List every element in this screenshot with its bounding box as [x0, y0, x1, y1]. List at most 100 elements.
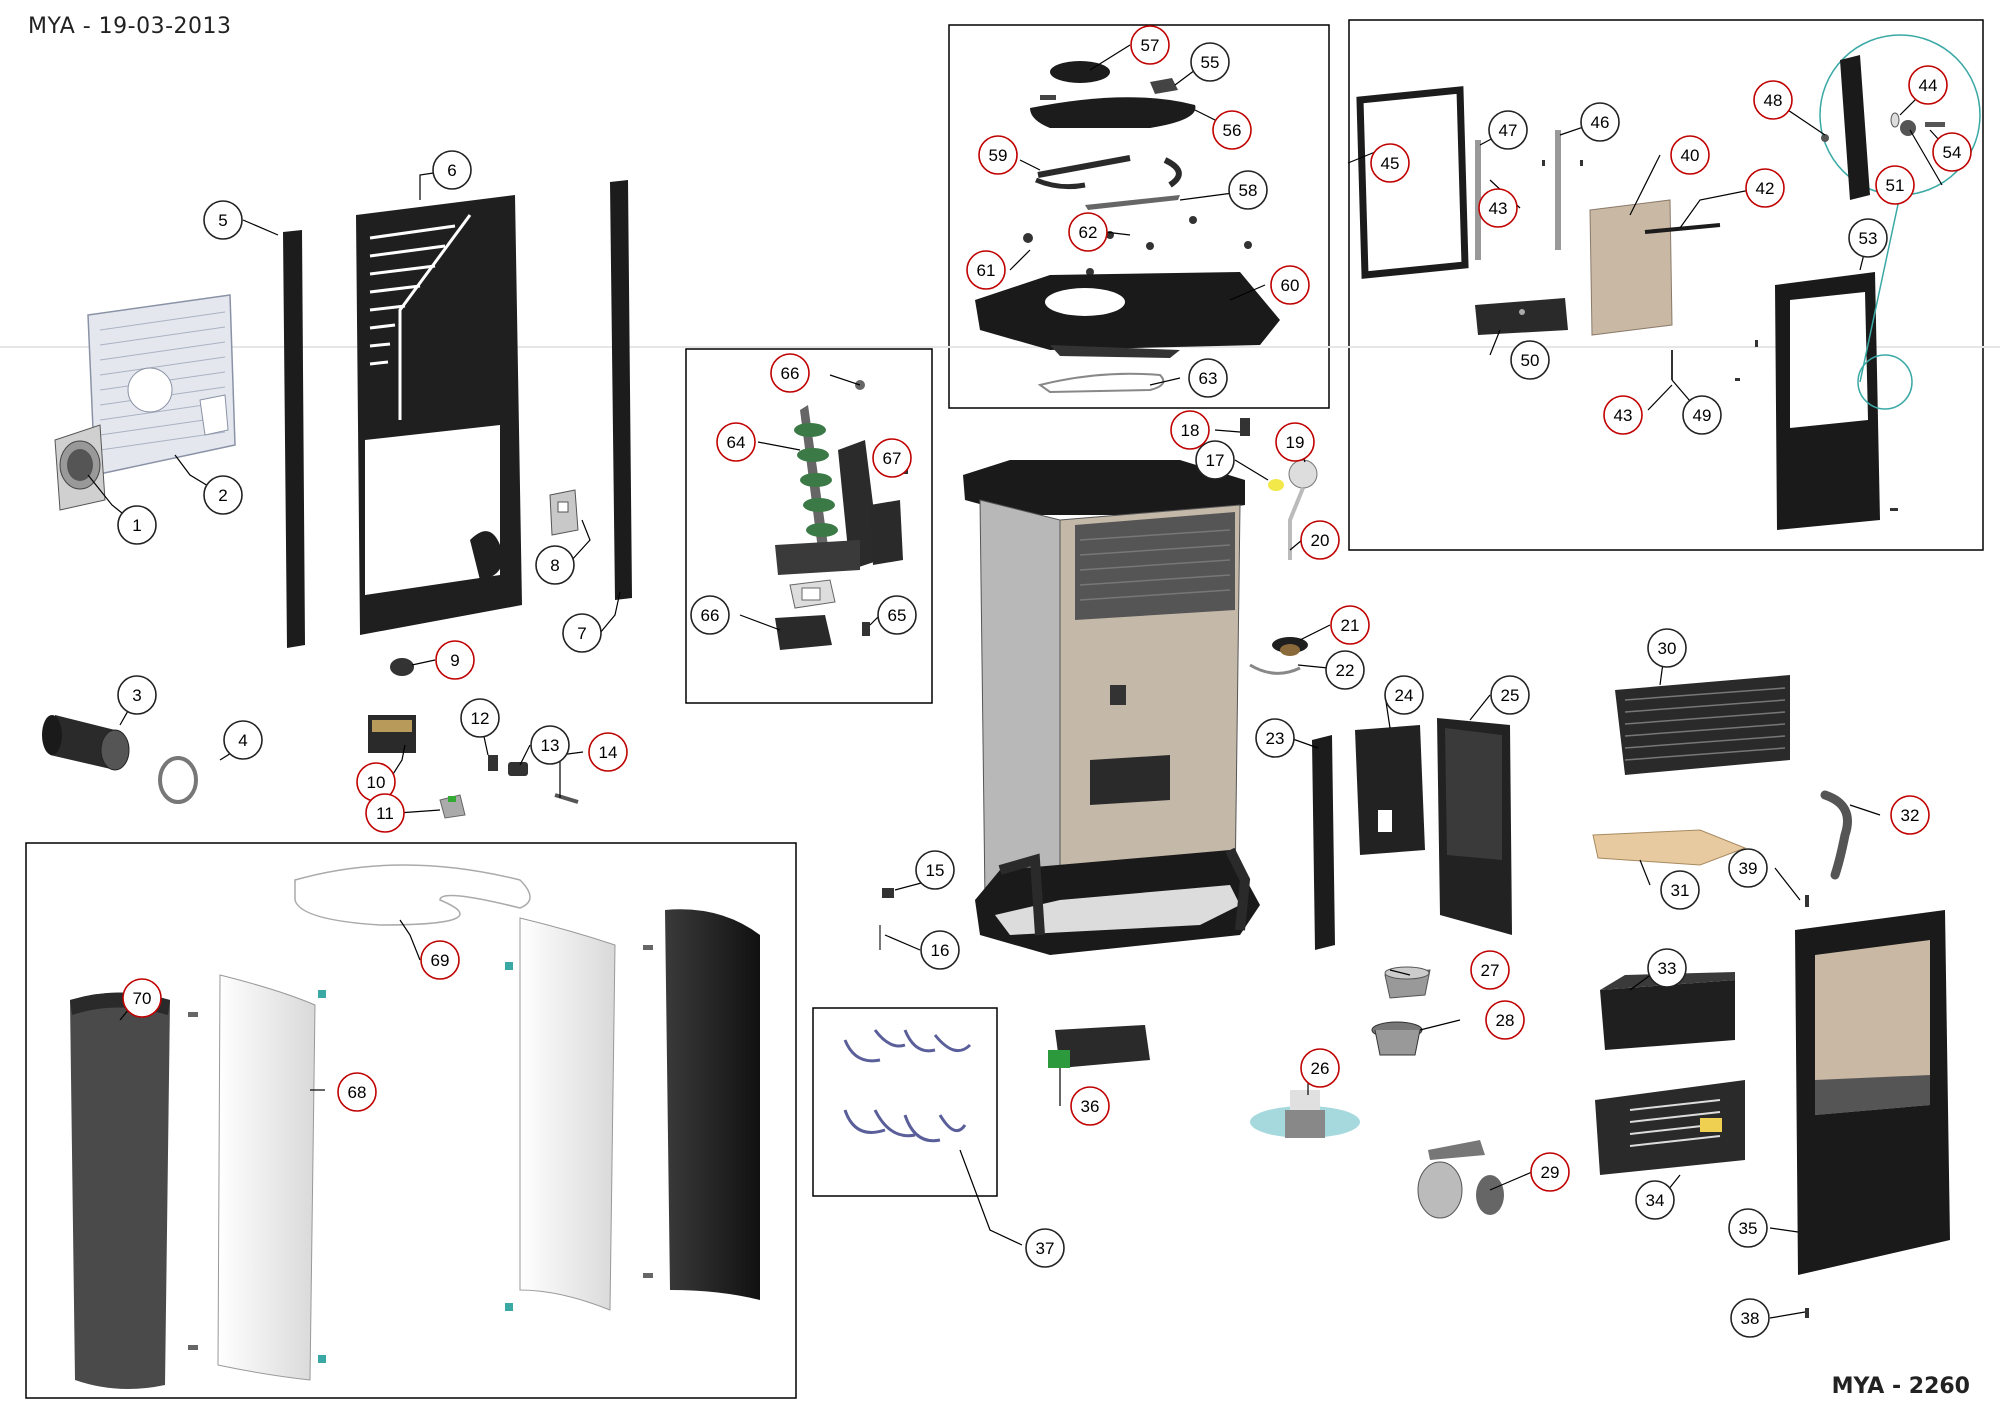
callout-bubble	[1275, 422, 1315, 462]
callout-label: 16	[931, 941, 950, 960]
part-pin-48	[1821, 134, 1829, 142]
callout-bubble	[978, 135, 1018, 175]
part-clip-55	[1150, 78, 1178, 94]
callout-label: 18	[1181, 421, 1200, 440]
callout-bubble	[203, 475, 243, 515]
callout-43: 43	[1478, 188, 1518, 228]
model-date-label: MYA - 19-03-2013	[28, 14, 232, 39]
callout-20: 20	[1300, 520, 1340, 560]
part-gasket-66	[789, 579, 836, 609]
callout-label: 21	[1341, 616, 1360, 635]
callout-bubble	[1300, 1048, 1340, 1088]
callout-29: 29	[1530, 1152, 1570, 1192]
callout-bubble	[1730, 1298, 1770, 1338]
callout-bubble	[1190, 42, 1230, 82]
callout-12: 12	[460, 698, 500, 738]
part-knob-9	[390, 658, 414, 676]
part-disc-57	[1050, 61, 1110, 83]
callout-bubble	[1728, 1208, 1768, 1248]
callout-55: 55	[1190, 42, 1230, 82]
callout-bubble	[530, 725, 570, 765]
callout-label: 3	[132, 686, 141, 705]
callout-label: 17	[1206, 451, 1225, 470]
callout-45: 45	[1370, 143, 1410, 183]
callout-69: 69	[420, 940, 460, 980]
callout-bubble	[432, 150, 472, 190]
callout-3: 3	[117, 675, 157, 715]
callout-bubble	[1384, 675, 1424, 715]
callout-label: 67	[883, 449, 902, 468]
callout-label: 63	[1199, 369, 1218, 388]
callout-label: 55	[1201, 53, 1220, 72]
callout-39: 39	[1728, 848, 1768, 888]
callout-32: 32	[1890, 795, 1930, 835]
callout-label: 27	[1481, 961, 1500, 980]
callout-40: 40	[1670, 135, 1710, 175]
callout-label: 32	[1901, 806, 1920, 825]
part-white-panel-right	[519, 917, 616, 1311]
callout-36: 36	[1070, 1086, 1110, 1126]
callout-2: 2	[203, 475, 243, 515]
callout-label: 40	[1681, 146, 1700, 165]
part-pin-39	[1805, 895, 1809, 907]
callout-bubble	[1848, 218, 1888, 258]
callout-bubble	[337, 1072, 377, 1112]
callout-bubble	[1490, 675, 1530, 715]
part-panel-fixings	[188, 945, 653, 1363]
callout-27: 27	[1470, 950, 1510, 990]
part-plate-66	[775, 615, 832, 650]
callout-7: 7	[562, 613, 602, 653]
part-back-plate-34	[1595, 1080, 1745, 1175]
callout-label: 59	[989, 146, 1008, 165]
callout-label: 57	[1141, 36, 1160, 55]
callout-21: 21	[1330, 605, 1370, 645]
callout-1: 1	[117, 505, 157, 545]
part-screw-61	[1023, 233, 1033, 243]
part-dark-panel-right	[665, 909, 760, 1300]
callout-bubble	[1255, 718, 1295, 758]
detail-frames	[25, 19, 1984, 1399]
callout-bubble	[1170, 410, 1210, 450]
callout-label: 38	[1741, 1309, 1760, 1328]
callout-bubble	[1682, 395, 1722, 435]
callout-bubble	[1908, 65, 1948, 105]
part-bracket-50	[1475, 298, 1568, 335]
callout-label: 60	[1281, 276, 1300, 295]
frame-cables-group	[812, 1007, 998, 1197]
callout-38: 38	[1730, 1298, 1770, 1338]
callout-bubble	[1580, 102, 1620, 142]
part-grille-30	[1615, 675, 1790, 775]
callout-label: 48	[1764, 91, 1783, 110]
frame-side-panels-group	[25, 842, 797, 1399]
callout-label: 70	[133, 989, 152, 1008]
callout-44: 44	[1908, 65, 1948, 105]
part-cup-28	[1371, 1021, 1423, 1056]
callout-label: 50	[1521, 351, 1540, 370]
callout-bubble	[588, 732, 628, 772]
callout-bubble	[122, 978, 162, 1018]
callout-bubble	[915, 850, 955, 890]
callout-label: 34	[1646, 1191, 1665, 1210]
callout-label: 11	[376, 804, 394, 823]
callout-25: 25	[1490, 675, 1530, 715]
callout-28: 28	[1485, 1000, 1525, 1040]
callout-label: 26	[1311, 1059, 1330, 1078]
part-heat-shield	[87, 294, 236, 476]
callout-43: 43	[1603, 395, 1643, 435]
part-panel-24	[1355, 725, 1425, 855]
part-control-board-36	[1048, 1025, 1150, 1068]
part-front-door-35	[1795, 910, 1950, 1275]
callout-label: 56	[1223, 121, 1242, 140]
callout-label: 46	[1591, 113, 1610, 132]
part-strip-46	[1555, 130, 1561, 250]
callout-bubble	[420, 940, 460, 980]
callout-label: 58	[1239, 181, 1258, 200]
callout-label: 9	[450, 651, 459, 670]
callout-label: 4	[238, 731, 247, 750]
part-fuse-12	[488, 755, 498, 771]
callout-bubble	[1745, 168, 1785, 208]
callout-label: 13	[541, 736, 560, 755]
part-handle-32	[1820, 790, 1852, 880]
part-glass-40	[1589, 199, 1673, 336]
model-code-label: MYA - 2260	[1831, 1374, 1970, 1399]
